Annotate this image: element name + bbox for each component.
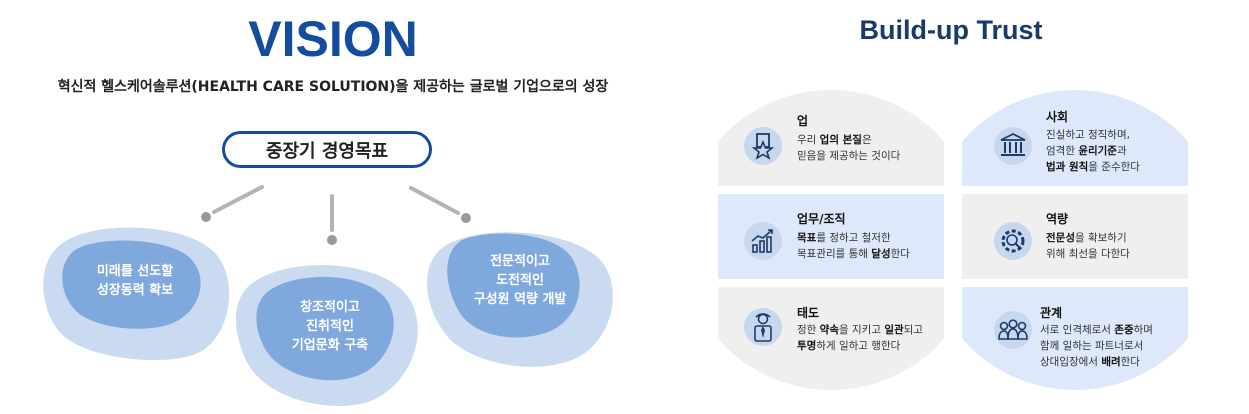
card-text-line: 전문성을 확보하기 — [1046, 230, 1130, 246]
card-text-emphasis: 배려 — [1101, 356, 1121, 368]
card-text-emphasis: 약속 — [819, 324, 839, 336]
card-text-segment: 목표관리를 통해 — [797, 248, 872, 260]
card-text-line: 법과 원칙을 준수한다 — [1046, 159, 1140, 175]
trust-title: Build-up Trust — [859, 15, 1043, 45]
card-text-segment: 진실하고 정직하며, — [1046, 129, 1130, 141]
card-text-segment: 믿음을 제공하는 것이다 — [797, 150, 901, 162]
card-text-emphasis: 목표 — [797, 232, 817, 244]
card-text-segment: 서로 인격체로서 — [1040, 324, 1115, 336]
card-text-segment: 되고 — [903, 324, 923, 336]
card-text-segment: 우리 — [797, 134, 820, 146]
card-text-emphasis: 법과 원칙 — [1046, 161, 1089, 173]
card-text-line: 우리 업의 본질은 — [797, 132, 900, 148]
card-text-line: 진실하고 정직하며, — [1046, 127, 1140, 143]
businessman-icon — [744, 308, 782, 346]
card-text-segment: 을 확보하기 — [1074, 232, 1127, 244]
card-text-segment: 정한 — [797, 324, 820, 336]
people-group-icon — [994, 311, 1032, 349]
card-text-line: 목표를 정하고 철저한 — [797, 230, 910, 246]
goal-blob-inner-1 — [62, 240, 201, 329]
card-text-line: 투명하게 일하고 행한다 — [797, 338, 923, 354]
card-text-segment: 과 — [1116, 145, 1127, 157]
vision-subtitle: 혁신적 헬스케어솔루션(HEALTH CARE SOLUTION)을 제공하는 … — [57, 79, 609, 95]
goal-text-2: 창조적이고 진취적인 기업문화 구축 — [291, 300, 369, 353]
goal-text-1: 미래를 선도할 성장동력 확보 — [96, 264, 174, 298]
trust-grid-background — [718, 90, 1188, 390]
card-text-segment: 한다 — [1120, 356, 1140, 368]
card-text-emphasis: 달성 — [871, 248, 891, 260]
connector-dot-center — [327, 235, 337, 245]
card-text-segment: 함께 일하는 파트너로서 — [1040, 340, 1144, 352]
card-text-segment: 을 준수한다 — [1088, 161, 1140, 173]
card-text-emphasis: 전문성 — [1046, 232, 1075, 244]
connector-dot-left — [201, 212, 211, 222]
goal-blob-inner-3 — [447, 233, 580, 338]
card-title-4: 역량 — [1046, 212, 1069, 226]
card-text-segment: 상대입장에서 — [1040, 356, 1102, 368]
goal-blob-inner-2 — [256, 276, 394, 381]
card-text-emphasis: 일관 — [884, 324, 904, 336]
card-text-line: 엄격한 윤리기준과 — [1046, 143, 1140, 159]
card-text-emphasis: 존중 — [1114, 324, 1134, 336]
goal-header-pill: 중장기 경영목표 — [222, 131, 432, 168]
card-title-1: 업 — [797, 114, 809, 128]
card-text-line: 정한 약속을 지키고 일관되고 — [797, 322, 923, 338]
card-text-segment: 하며 — [1133, 324, 1153, 336]
card-text-line: 상대입장에서 배려한다 — [1040, 354, 1153, 370]
card-text-line: 서로 인격체로서 존중하며 — [1040, 322, 1153, 338]
card-title-3: 업무/조직 — [797, 212, 846, 226]
card-text-segment: 하게 일하고 행한다 — [816, 340, 901, 352]
card-text-line: 함께 일하는 파트너로서 — [1040, 338, 1153, 354]
card-text-segment: 위해 최선을 다한다 — [1046, 248, 1130, 260]
card-text-segment: 을 지키고 — [839, 324, 885, 336]
growth-chart-icon — [744, 222, 782, 260]
card-text-line: 믿음을 제공하는 것이다 — [797, 148, 900, 164]
vision-diagram — [43, 185, 613, 406]
card-text-emphasis: 윤리기준 — [1078, 145, 1117, 157]
card-title-2: 사회 — [1046, 110, 1069, 124]
card-text-segment: 엄격한 — [1046, 145, 1079, 157]
connector-dot-right — [461, 213, 471, 223]
connector-line-left — [212, 185, 264, 214]
institution-building-icon — [994, 127, 1032, 165]
connector-line-right — [409, 186, 460, 215]
card-text-segment: 은 — [861, 134, 872, 146]
card-text-line: 위해 최선을 다한다 — [1046, 246, 1130, 262]
vision-title: VISION — [248, 11, 418, 67]
ribbon-star-icon — [744, 127, 782, 165]
card-title-6: 관계 — [1040, 306, 1063, 320]
gear-magnifier-icon — [994, 222, 1032, 260]
card-title-5: 태도 — [797, 306, 820, 320]
goal-text-3: 전문적이고 도전적인 구성원 역량 개발 — [473, 254, 567, 307]
goal-header-label: 중장기 경영목표 — [265, 140, 389, 162]
card-text-line: 목표관리를 통해 달성한다 — [797, 246, 910, 262]
card-text-segment: 한다 — [890, 248, 910, 260]
card-text-segment: 를 정하고 철저한 — [816, 232, 891, 244]
card-text-emphasis: 투명 — [797, 340, 817, 352]
card-text-emphasis: 업의 본질 — [819, 134, 862, 146]
